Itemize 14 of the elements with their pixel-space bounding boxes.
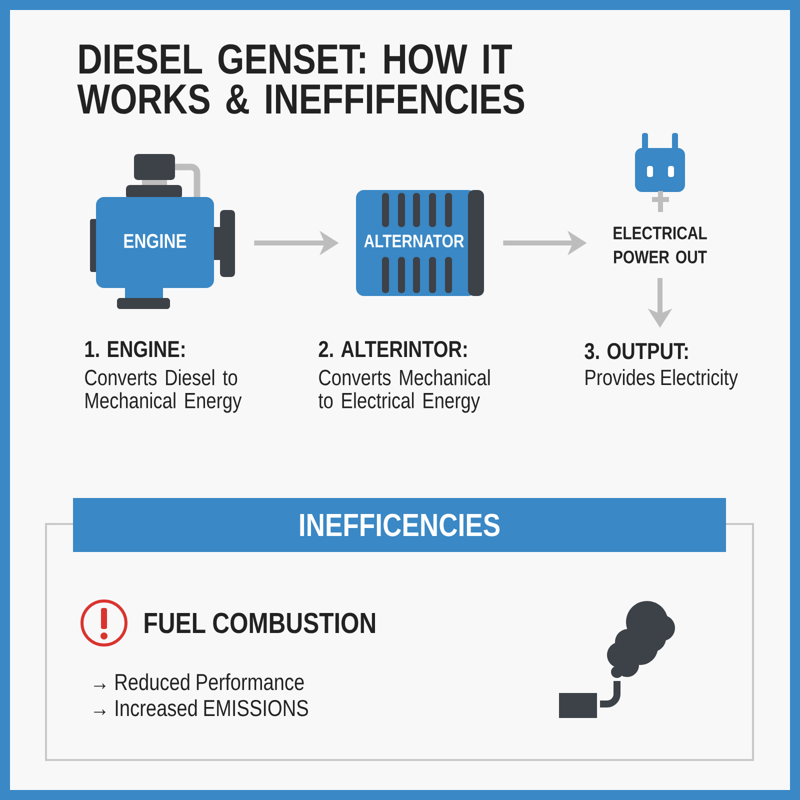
step-description: Provides Electricity — [586, 369, 738, 390]
step-description: Converts Diesel to Mechanical Energy — [85, 369, 242, 413]
header-band: INEFFICENCIES — [73, 498, 726, 552]
engine-block: ENGINE — [90, 154, 235, 309]
section-heading: FUEL COMBUSTION — [144, 612, 375, 634]
bullet-item: → Increased EMISSIONS — [94, 699, 308, 716]
text-label: ELECTRICAL POWER OUT — [614, 226, 707, 264]
step-heading: 2. ALTERINTOR: — [318, 340, 466, 358]
bullet-item: → Reduced Performance — [94, 673, 304, 690]
alternator-block: ALTERNATOR — [356, 190, 484, 296]
step-description: Converts Mechanical to Electrical Energy — [318, 369, 490, 413]
title: DIESEL GENSET: HOW IT WORKS & INEFFIFENCIES — [77, 44, 524, 114]
step-heading: 1. ENGINE: — [85, 340, 184, 358]
step-heading: 3. OUTPUT: — [584, 342, 688, 360]
